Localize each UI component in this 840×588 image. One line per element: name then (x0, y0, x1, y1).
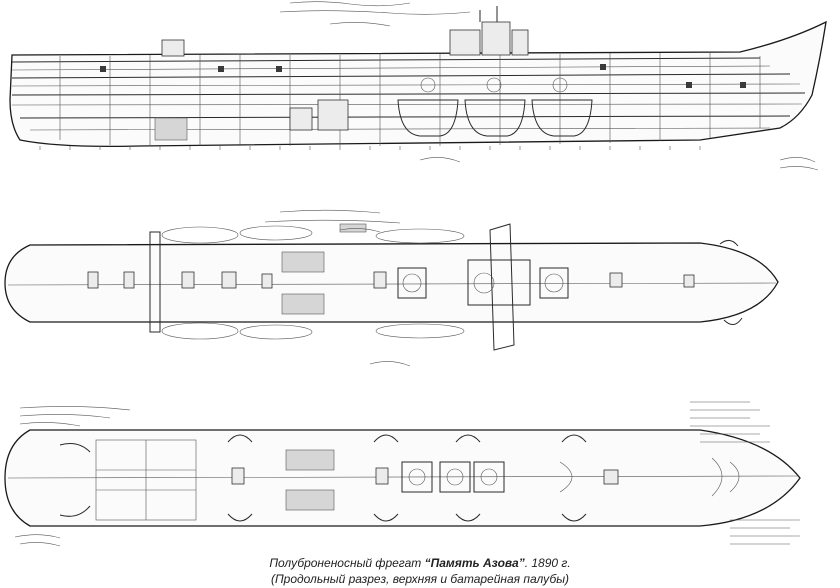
drawing-caption-title: Полуброненосный фрегат “Память Азова”. 1… (269, 556, 571, 570)
longitudinal-section (9, 6, 827, 150)
ship-name: “Память Азова” (424, 556, 525, 570)
upper-deck-plan (4, 223, 779, 351)
battery-deck-plan (4, 429, 801, 527)
drawing-caption-subtitle: (Продольный разрез, верхняя и батарейная… (270, 572, 570, 586)
handwritten-annotations (14, 1, 819, 547)
